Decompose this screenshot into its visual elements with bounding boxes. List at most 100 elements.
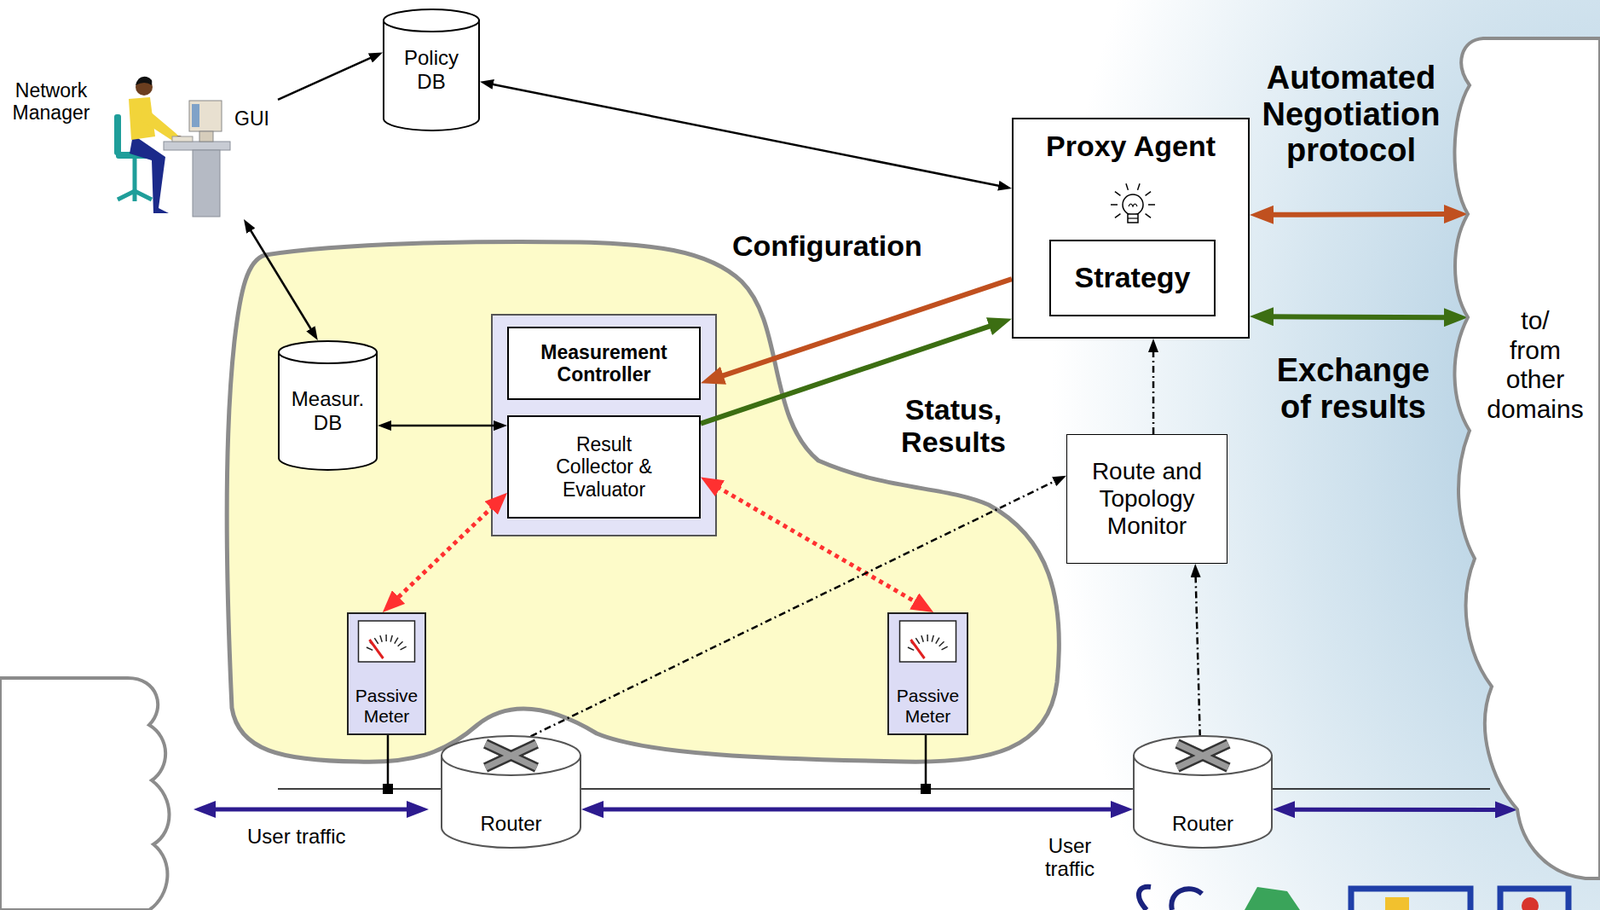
connector-arrow xyxy=(716,486,918,603)
connector-arrow xyxy=(1270,316,1448,318)
connector-arrow xyxy=(248,227,312,332)
logo-fragment xyxy=(1500,888,1569,910)
cylinder-top xyxy=(383,9,480,32)
gauge-tick xyxy=(366,646,373,650)
router-cross-outline xyxy=(485,743,538,768)
desk-top xyxy=(163,141,231,151)
monitor xyxy=(189,100,222,132)
router-cross xyxy=(485,743,538,768)
node-text: Policy DB xyxy=(394,46,468,93)
logo-fragment xyxy=(1171,888,1202,910)
process-box: Measurement Controller xyxy=(507,326,701,400)
logo-fragment xyxy=(1521,896,1539,910)
chair-base xyxy=(117,190,152,202)
connector-label: Configuration xyxy=(732,229,923,262)
gauge-tick xyxy=(939,641,945,646)
traffic-label: User traffic xyxy=(247,825,347,849)
connector-arrow xyxy=(1152,348,1156,434)
router-symbol: Router xyxy=(1132,734,1273,848)
bulb-base xyxy=(1127,213,1138,223)
connector-arrow xyxy=(1291,807,1499,812)
user-traffic-arrow xyxy=(212,807,411,812)
gauge-tick xyxy=(926,634,929,642)
node-text: Passive Meter xyxy=(892,685,964,727)
meter-tap-point xyxy=(920,783,931,794)
logo-fragment xyxy=(1138,886,1151,910)
connector-arrow xyxy=(396,505,494,600)
connector-arrow xyxy=(490,83,1002,186)
bulb-ray xyxy=(1110,203,1118,206)
node-text: Route and Topology Monitor xyxy=(1075,457,1219,541)
bulb-ray xyxy=(1114,213,1121,219)
gauge-tick xyxy=(398,641,404,646)
desk-pedestal xyxy=(192,150,220,217)
gauge-tick xyxy=(921,635,924,642)
database-cylinder: Policy DB xyxy=(382,8,480,131)
node-text: Proxy Agent xyxy=(1045,129,1216,163)
router-symbol: Router xyxy=(440,734,582,848)
external-domains-cloud: to/ from other domains xyxy=(1449,38,1600,887)
gauge-tick xyxy=(394,637,399,644)
router-cross xyxy=(1177,743,1229,768)
gauge-face xyxy=(358,620,416,662)
router-cross xyxy=(1177,743,1229,768)
gauge-tick xyxy=(941,646,948,650)
keyboard xyxy=(172,136,193,142)
cylinder-body xyxy=(278,352,377,470)
node-text: Network Manager xyxy=(5,79,98,125)
node-text: Result Collector & Evaluator xyxy=(544,433,665,501)
gauge-tick xyxy=(390,635,393,642)
bulb-ray xyxy=(1114,191,1121,197)
node-text: Router xyxy=(1172,811,1234,836)
router-cross-outline xyxy=(485,743,538,768)
node-text: GUI xyxy=(234,107,270,130)
passive-meter: Passive Meter xyxy=(887,612,969,735)
cylinder-top xyxy=(441,735,581,775)
connector-arrow xyxy=(720,278,1012,377)
logo-fragment xyxy=(1385,896,1410,910)
bulb-ray xyxy=(1145,191,1151,197)
bulb-glass xyxy=(1122,194,1144,215)
gauge-tick xyxy=(915,637,919,644)
strategy-box: Strategy xyxy=(1049,239,1216,317)
bulb-ray xyxy=(1126,183,1128,191)
connector-arrow xyxy=(1270,211,1448,218)
gauge-tick xyxy=(400,646,407,650)
gauge-needle xyxy=(911,639,925,659)
database-cylinder: Measur. DB xyxy=(277,340,378,470)
connector-arrow xyxy=(387,424,497,428)
connector-label: User traffic xyxy=(1039,834,1101,881)
gauge-tick xyxy=(380,635,382,642)
process-box: Result Collector & Evaluator xyxy=(507,415,701,519)
passive-meter: Passive Meter xyxy=(346,612,427,735)
logo-fragment xyxy=(1244,886,1300,910)
left-domain-cloud xyxy=(0,677,170,910)
measurement-domain-region xyxy=(226,241,1059,762)
node-text: Measur. DB xyxy=(289,387,366,434)
person-hair xyxy=(135,76,152,86)
meter-tap-wire xyxy=(387,734,390,789)
connector-arrow xyxy=(277,56,374,99)
person-legs xyxy=(129,134,169,214)
cylinder-top xyxy=(278,340,377,364)
proxy-agent-box: Proxy AgentStrategy xyxy=(1011,117,1250,339)
monitor-screen xyxy=(191,103,200,128)
bulb-ray xyxy=(1145,213,1151,219)
router-cross-outline xyxy=(1177,743,1229,768)
node-text: Measurement Controller xyxy=(517,340,691,387)
node-text: Passive Meter xyxy=(352,685,422,727)
bulb-ray xyxy=(1137,183,1140,191)
connector-label: Status, Results xyxy=(883,392,1024,458)
gauge-tick xyxy=(931,635,934,642)
earth-backdrop xyxy=(1022,0,1600,910)
cloud-drawing xyxy=(1449,38,1600,887)
gauge-tick xyxy=(935,637,940,644)
monitor-stand xyxy=(199,131,214,142)
node-text: Router xyxy=(479,811,542,836)
gauge-tick xyxy=(907,646,914,650)
gauge-needle xyxy=(369,639,384,659)
router-cross xyxy=(485,743,538,768)
bulb-base-ring xyxy=(1127,217,1138,219)
monitor-box: Route and Topology Monitor xyxy=(1066,433,1228,564)
connector-label: Exchange of results xyxy=(1265,352,1441,425)
